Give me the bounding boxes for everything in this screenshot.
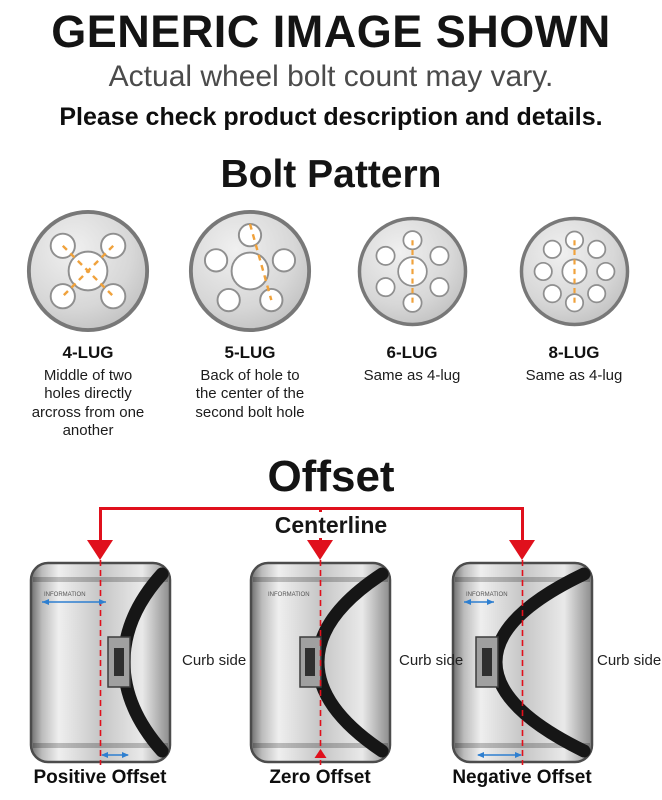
offset-label-zero: Zero Offset bbox=[269, 767, 371, 788]
lug-item-5: 5-LUG Back of hole to the center of the … bbox=[176, 206, 324, 440]
page-title: GENERIC IMAGE SHOWN bbox=[51, 6, 611, 57]
centerline-arrow-icon bbox=[87, 540, 113, 560]
arrow-left-icon bbox=[101, 752, 108, 758]
lug-description-6: Same as 4-lug bbox=[363, 367, 461, 384]
curb-side-label: Curb side bbox=[399, 652, 464, 669]
arrow-right-icon bbox=[487, 599, 494, 605]
centerline-drop-right bbox=[521, 507, 524, 541]
offset-label-positive: Positive Offset bbox=[33, 767, 167, 788]
arrow-right-icon bbox=[515, 752, 522, 758]
lug-label-5: 5-LUG bbox=[224, 343, 276, 362]
positive-offset-wheel-cross-section: INFORMATION bbox=[29, 560, 172, 765]
subtitle: Actual wheel bolt count may vary. bbox=[108, 60, 554, 93]
curb-side-label: Curb side bbox=[597, 652, 662, 669]
lug-figure-5 bbox=[187, 206, 313, 336]
offset-title: Offset bbox=[267, 452, 395, 501]
wheel-watermark-text: INFORMATION bbox=[44, 592, 86, 598]
centerline-line bbox=[100, 507, 522, 510]
arrow-right-icon bbox=[99, 599, 106, 605]
lug-item-8: 8-LUG Same as 4-lug bbox=[500, 206, 648, 440]
lug-label-4: 4-LUG bbox=[62, 343, 114, 362]
centerline-arrow-icon bbox=[307, 540, 333, 560]
centerline-arrow-icon bbox=[509, 540, 535, 560]
wheel-watermark-text: INFORMATION bbox=[466, 592, 508, 598]
bolt-measure-line bbox=[61, 244, 115, 298]
lug-figure-8 bbox=[518, 206, 631, 336]
lug-description-5: Back of hole to the center of the second… bbox=[195, 367, 305, 421]
lug-label-8: 8-LUG bbox=[548, 343, 600, 362]
zero-offset-wheel-cross-section: INFORMATION bbox=[249, 560, 392, 765]
negative-offset-wheel-cross-section: INFORMATION bbox=[451, 560, 594, 765]
center-bore bbox=[230, 251, 270, 291]
disclaimer-note: Please check product description and det… bbox=[59, 103, 603, 131]
zero-offset-marker-icon bbox=[314, 749, 327, 758]
arrow-right-icon bbox=[122, 752, 129, 758]
lug-figure-4 bbox=[25, 206, 151, 336]
arrow-left-icon bbox=[42, 599, 49, 605]
lug-item-4: 4-LUG Middle of two holes directly arcro… bbox=[14, 206, 162, 440]
arrow-left-icon bbox=[477, 752, 484, 758]
6-lug-wheel-icon bbox=[357, 216, 467, 326]
wheel-watermark-text: INFORMATION bbox=[268, 592, 310, 598]
curb-side-label: Curb side bbox=[182, 652, 247, 669]
bolt-pattern-row: 4-LUG Middle of two holes directly arcro… bbox=[0, 206, 662, 440]
lug-label-6: 6-LUG bbox=[386, 343, 438, 362]
centerline-drop-left bbox=[99, 507, 102, 541]
lug-item-6: 6-LUG Same as 4-lug bbox=[338, 206, 486, 440]
8-lug-wheel-icon bbox=[519, 216, 629, 326]
lug-description-8: Same as 4-lug bbox=[525, 367, 623, 384]
lug-description-4: Middle of two holes directly arcross fro… bbox=[31, 367, 145, 439]
bolt-pattern-title: Bolt Pattern bbox=[220, 153, 442, 196]
4-lug-wheel-icon bbox=[26, 209, 150, 333]
offset-label-negative: Negative Offset bbox=[452, 767, 592, 788]
lug-figure-6 bbox=[356, 206, 469, 336]
5-lug-wheel-icon bbox=[188, 209, 312, 333]
bolt-measure-line bbox=[248, 223, 273, 301]
centerline-label: Centerline bbox=[0, 512, 662, 539]
arrow-left-icon bbox=[464, 599, 471, 605]
